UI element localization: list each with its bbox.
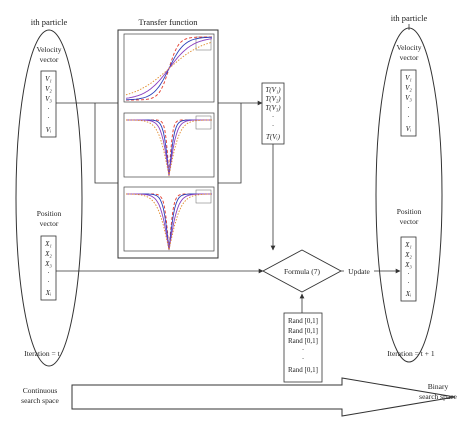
right-velocity-entry: V₂	[405, 84, 412, 92]
update-label-bg	[344, 266, 374, 276]
right-position-entries: X₁ X₂ X₃ · · Xᵢ	[404, 241, 412, 298]
right-position-entry: X₂	[404, 251, 412, 259]
formula-label: Formula (7)	[284, 267, 321, 276]
transfer-function-title: Transfer function	[139, 17, 199, 27]
binary-label-2: search space	[419, 392, 457, 401]
transfer-plot-3-curves	[125, 193, 213, 251]
right-position-entry: X₃	[404, 261, 412, 269]
rand-entries: Rand [0,1] Rand [0,1] Rand [0,1] · · Ran…	[288, 317, 318, 374]
rand-entry: Rand [0,1]	[288, 366, 318, 374]
left-velocity-entry: V₁	[45, 75, 52, 83]
left-velocity-vector-box	[40, 70, 57, 138]
transfer-output-entry: T(V₂)	[265, 95, 281, 103]
left-particle-title: ith particle	[31, 17, 68, 27]
right-velocity-label-2: vector	[400, 53, 419, 62]
continuous-label-2: search space	[21, 396, 59, 405]
left-position-label-2: vector	[40, 219, 59, 228]
left-position-entries: X₁ X₂ X₃ · · Xᵢ	[44, 240, 52, 297]
rand-entry: Rand [0,1]	[288, 337, 318, 345]
right-position-entry: Xᵢ	[405, 290, 411, 298]
left-velocity-entry: Vᵢ	[46, 126, 51, 134]
right-position-entry: X₁	[404, 241, 412, 249]
transfer-output-entry: T(Vᵢ)	[266, 133, 281, 141]
left-position-entry: ·	[47, 278, 49, 286]
left-velocity-entry: V₃	[45, 95, 52, 103]
left-position-entry: X₁	[44, 240, 52, 248]
transfer-output-entry: T(V₁)	[265, 86, 281, 94]
transfer-plot-2-curves	[126, 119, 212, 177]
transfer-curve	[126, 193, 212, 251]
right-position-vector-box	[400, 236, 417, 302]
right-iteration-label: Iteration = t + 1	[387, 349, 434, 358]
right-position-label-1: Position	[397, 207, 422, 216]
search-space-arrow	[71, 377, 456, 417]
left-velocity-entry: ·	[47, 105, 49, 113]
right-velocity-vector-box	[400, 69, 417, 137]
left-position-entry: X₃	[44, 260, 52, 268]
transfer-output-entry: ·	[272, 113, 274, 121]
left-position-entry: ·	[47, 269, 49, 277]
transfer-output-entry: T(V₃)	[265, 104, 281, 112]
left-velocity-label-1: Velocity	[37, 45, 62, 54]
right-position-entry: ·	[407, 279, 409, 287]
continuous-label-1: Continuous	[23, 386, 58, 395]
rand-entry: Rand [0,1]	[288, 317, 318, 325]
right-velocity-entry: ·	[407, 104, 409, 112]
transfer-output-entries: T(V₁) T(V₂) T(V₃) · · T(Vᵢ)	[265, 86, 281, 141]
right-velocity-entry: ·	[407, 113, 409, 121]
left-particle-ellipse	[15, 29, 83, 367]
right-velocity-entry: V₃	[405, 94, 412, 102]
transfer-plot-1-curves	[125, 36, 213, 101]
right-position-label-2: vector	[400, 217, 419, 226]
right-velocity-entry: Vᵢ	[406, 125, 411, 133]
right-position-entry: ·	[407, 270, 409, 278]
rand-entry: ·	[302, 346, 304, 354]
rand-entry: Rand [0,1]	[288, 327, 318, 335]
transfer-curve	[125, 38, 213, 99]
left-velocity-entry: ·	[47, 114, 49, 122]
right-particle-title: ith particle	[391, 13, 428, 23]
rand-entry: ·	[302, 355, 304, 363]
transfer-plot-3-legend	[195, 189, 212, 204]
transfer-curve	[125, 41, 213, 96]
rand-box	[283, 312, 323, 383]
right-velocity-label-1: Velocity	[397, 43, 422, 52]
transfer-curve	[126, 119, 212, 177]
binary-label-1: Binary	[428, 382, 449, 391]
transfer-plot-2-legend	[195, 115, 212, 130]
right-velocity-entries: V₁ V₂ V₃ · · Vᵢ	[405, 74, 412, 133]
transfer-plot-1-legend	[195, 36, 212, 51]
left-position-entry: Xᵢ	[45, 289, 51, 297]
formula-diamond	[262, 249, 342, 293]
update-label: Update	[348, 267, 370, 276]
left-velocity-entries: V₁ V₂ V₃ · · Vᵢ	[45, 75, 52, 134]
left-iteration-label: Iteration = t	[24, 349, 60, 358]
transfer-output-entry: ·	[272, 122, 274, 130]
left-velocity-entry: V₂	[45, 85, 52, 93]
velocity-branch-connector	[94, 103, 118, 184]
left-position-vector-box	[40, 235, 57, 301]
transfer-branch-connector	[218, 103, 242, 184]
left-position-entry: X₂	[44, 250, 52, 258]
right-velocity-entry: V₁	[405, 74, 412, 82]
left-position-label-1: Position	[37, 209, 62, 218]
right-particle-ellipse	[375, 27, 443, 363]
left-velocity-label-2: vector	[40, 55, 59, 64]
